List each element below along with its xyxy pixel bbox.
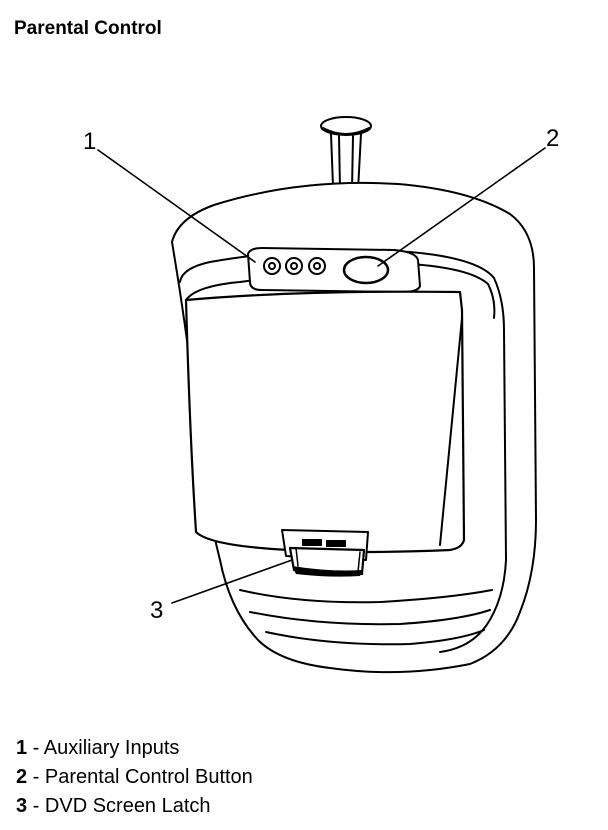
- legend-number: 3: [16, 795, 28, 817]
- leader-lines: [97, 147, 546, 604]
- legend-number: 2: [16, 766, 28, 788]
- legend-text: Auxiliary Inputs: [43, 737, 180, 759]
- mounting-post: [320, 116, 372, 191]
- legend-item: 1 - Auxiliary Inputs: [16, 734, 253, 763]
- legend-item: 2 - Parental Control Button: [16, 763, 253, 792]
- legend-number: 1: [16, 737, 28, 759]
- dvd-screen: [184, 290, 466, 554]
- dvd-console-illustration: [97, 116, 546, 674]
- callout-1: 1: [83, 128, 97, 155]
- legend-item: 3 - DVD Screen Latch: [16, 792, 253, 821]
- legend-separator: -: [27, 766, 45, 788]
- legend: 1 - Auxiliary Inputs 2 - Parental Contro…: [16, 734, 253, 821]
- legend-separator: -: [27, 737, 44, 759]
- auxiliary-input-jacks: [263, 257, 326, 275]
- page-title: Parental Control: [14, 18, 162, 39]
- dvd-screen-latch: [281, 529, 369, 577]
- callout-3: 3: [150, 597, 164, 624]
- legend-text: Parental Control Button: [44, 766, 253, 788]
- legend-text: DVD Screen Latch: [44, 795, 211, 817]
- parental-control-button: [342, 255, 390, 285]
- callout-2: 2: [546, 125, 560, 152]
- legend-separator: -: [27, 795, 45, 817]
